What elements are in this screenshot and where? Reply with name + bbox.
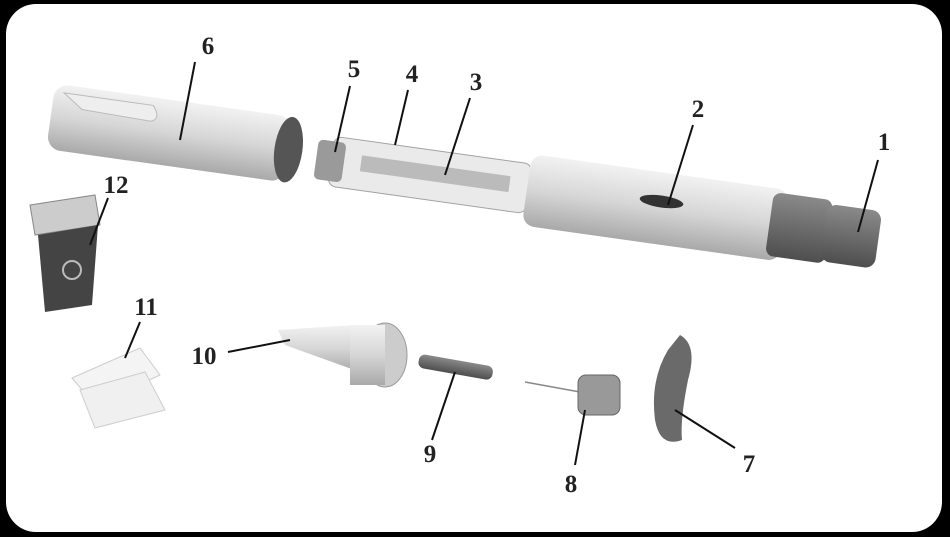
outer-needle-cap: [278, 322, 408, 388]
callout-8: 8: [564, 471, 578, 498]
cartridge-holder: [313, 136, 532, 214]
callout-7: 7: [742, 451, 756, 478]
callout-1: 1: [877, 129, 891, 156]
paper-tab: [653, 335, 692, 442]
callout-4: 4: [405, 61, 419, 88]
pen-cap: [47, 85, 304, 183]
pen-needle: [524, 374, 621, 416]
callout-9: 9: [423, 441, 437, 468]
pen-body: [523, 155, 881, 268]
callout-2: 2: [691, 96, 705, 123]
callout-11: 11: [134, 294, 158, 321]
leader-lines: [89, 61, 879, 466]
callout-3: 3: [469, 69, 483, 96]
callout-10: 10: [191, 343, 217, 370]
inner-needle-cap: [418, 354, 493, 380]
sharps-container: [29, 194, 101, 312]
callout-12: 12: [103, 172, 129, 199]
callout-6: 6: [201, 33, 215, 60]
callout-5: 5: [347, 56, 361, 83]
alcohol-swabs: [71, 347, 166, 429]
diagram-panel: [6, 4, 942, 532]
